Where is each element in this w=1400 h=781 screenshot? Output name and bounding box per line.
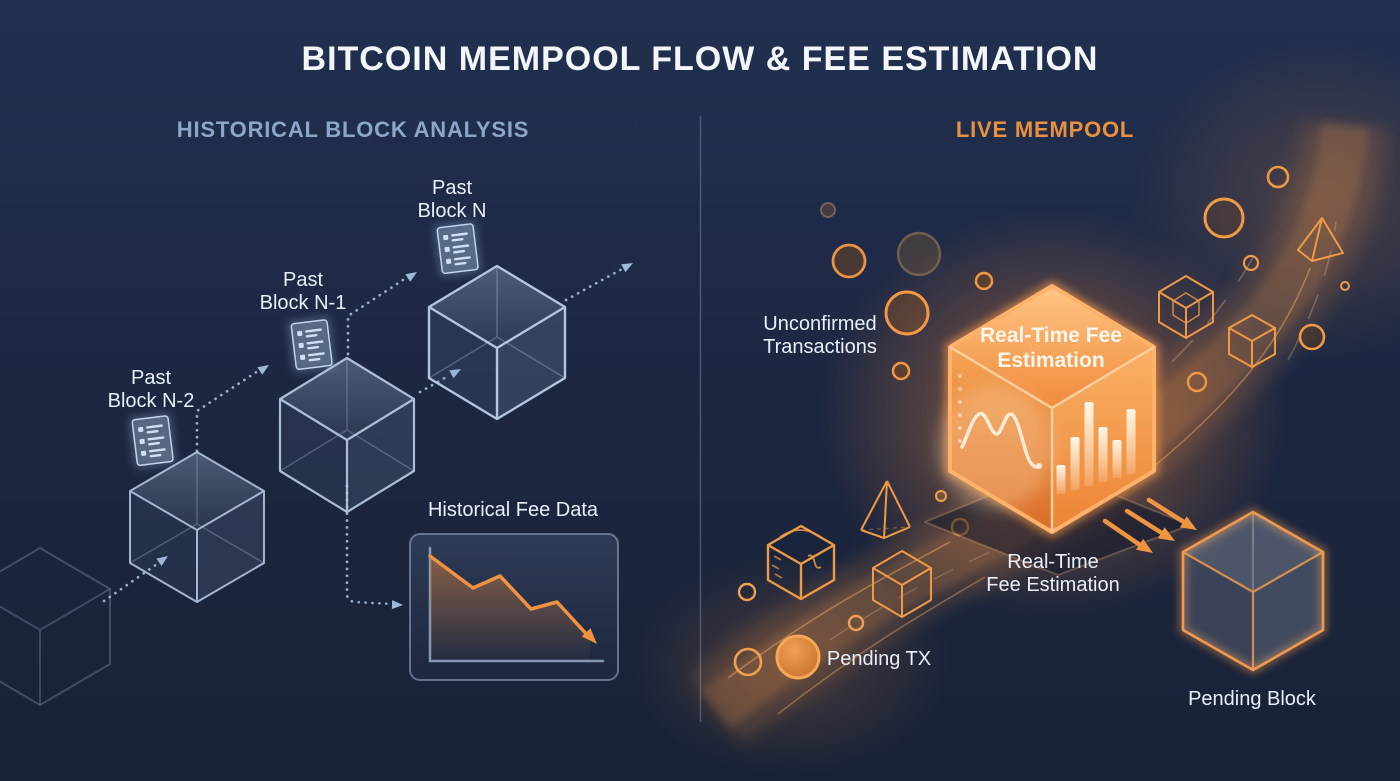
historical-fee-panel: [409, 533, 619, 681]
pending-block-label: Pending Block: [1188, 688, 1317, 710]
tx-circle: [733, 647, 763, 677]
fee-bar: [1084, 402, 1094, 486]
page-title: BITCOIN MEMPOOL FLOW & FEE ESTIMATION: [302, 40, 1099, 78]
tx-circle: [820, 202, 836, 218]
mempool-prism: [1297, 217, 1344, 262]
fee-wave-chart: [958, 374, 1042, 469]
fee-cube-label-line1: Real-Time Fee: [980, 324, 1122, 347]
past-block-n2-label-line2: Block N-2: [108, 390, 195, 412]
fee-bar: [1070, 437, 1080, 490]
tx-circle: [1203, 197, 1245, 239]
dotted-arrow: [418, 373, 452, 394]
block-data-document-icon: [128, 411, 178, 470]
dotted-arrow: [195, 369, 260, 453]
section-header-historical: HISTORICAL BLOCK ANALYSIS: [177, 117, 529, 142]
fee-cube-label-line2: Estimation: [997, 349, 1104, 372]
past-block-n1-label-line2: Block N-1: [260, 292, 347, 314]
block-data-document-icon: [287, 315, 337, 374]
flow-arrows: [1102, 497, 1197, 553]
section-header-live: LIVE MEMPOOL: [956, 117, 1134, 142]
tx-circle: [737, 582, 757, 602]
pending-tx-circle: [775, 634, 821, 680]
tx-circle: [1298, 323, 1326, 351]
realtime-estimation-label-line2: Fee Estimation: [986, 574, 1119, 596]
fee-bar: [1056, 465, 1066, 494]
past-block-n1-cube: [278, 356, 416, 514]
dotted-arrows: [102, 263, 633, 610]
dotted-arrow: [346, 276, 408, 356]
pending-block-cube: [1179, 507, 1327, 675]
past-block-n1-label-line1: Past: [283, 269, 323, 291]
fee-trend-arrowhead: [581, 628, 597, 644]
tx-circle: [1242, 254, 1260, 272]
past-block-n2-label-line1: Past: [131, 367, 171, 389]
historical-fee-data-label: Historical Fee Data: [428, 499, 599, 521]
flow-arrow: [1146, 497, 1190, 527]
pending-tx-label: Pending TX: [827, 648, 931, 670]
fee-bar: [1098, 427, 1108, 482]
unconfirmed-label-line1: Unconfirmed: [763, 313, 876, 335]
past-block-n-label-line1: Past: [432, 177, 472, 199]
faint-corner-cube: [0, 546, 111, 707]
tx-circle: [1266, 165, 1290, 189]
past-block-n2-cube: [129, 451, 265, 603]
fee-trend-line: [428, 554, 592, 640]
dotted-scale: [958, 374, 962, 443]
fee-trend-fill: [430, 556, 590, 660]
fee-bar: [1126, 409, 1136, 474]
fee-bar: [1112, 440, 1122, 478]
tx-circle: [831, 243, 867, 279]
unconfirmed-label-line2: Transactions: [763, 336, 877, 358]
tx-circle: [1340, 281, 1350, 291]
tx-circle: [847, 614, 865, 632]
past-block-n-cube: [427, 264, 567, 421]
flow-arrow: [1102, 518, 1146, 550]
realtime-estimation-label-line1: Real-Time: [1007, 551, 1099, 573]
past-block-n-label-line2: Block N: [418, 200, 487, 222]
mempool-cube-glyphs: [766, 524, 836, 601]
flow-arrow: [1124, 508, 1168, 538]
fee-estimation-cube: Real-Time Fee Estimation: [937, 279, 1160, 539]
fee-bar-chart: [1056, 402, 1136, 494]
block-data-document-icon: [433, 219, 483, 278]
dotted-arrow: [102, 560, 162, 603]
